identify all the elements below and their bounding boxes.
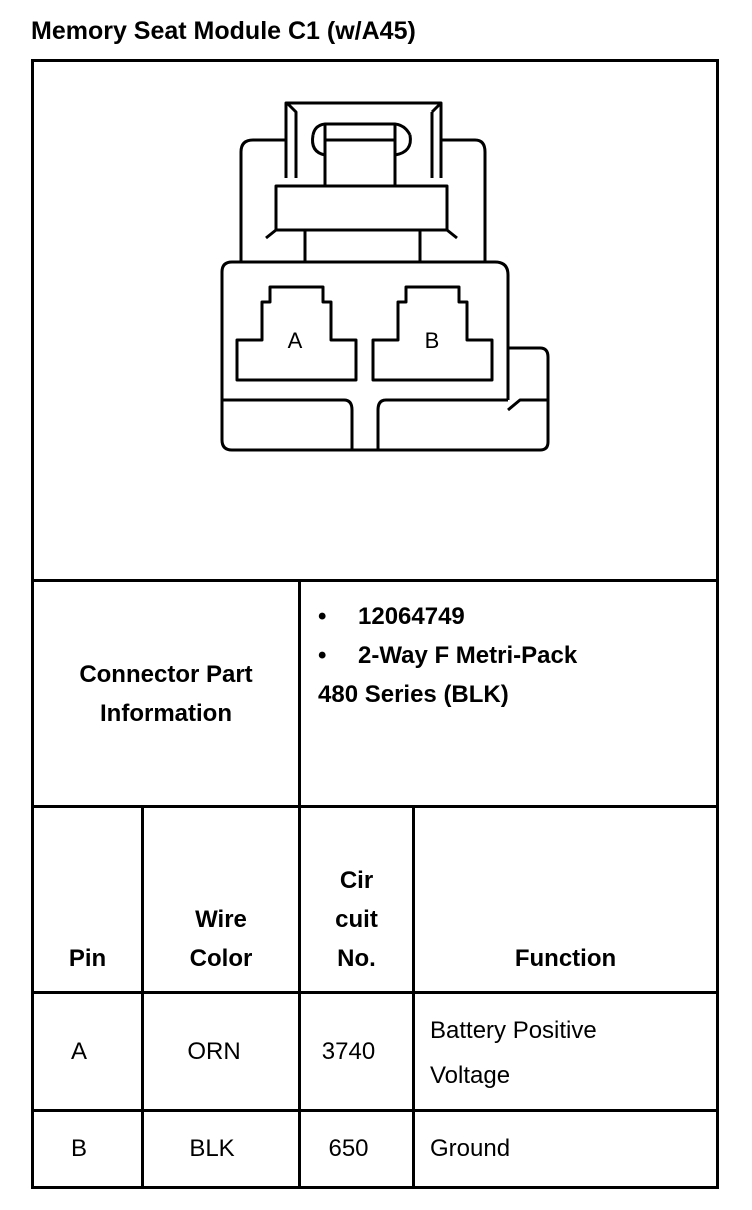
connector-shroud-outline xyxy=(239,101,487,262)
lock-tab-arc-right xyxy=(394,134,412,157)
divider-header-bottom xyxy=(31,991,719,994)
header-wire-color: Wire Color xyxy=(144,900,298,978)
part-number: 12064749 xyxy=(358,603,465,630)
row-b-wire-color: BLK xyxy=(189,1135,235,1162)
cavity-a-outline xyxy=(235,285,358,382)
row-a-function-line2: Voltage xyxy=(430,1062,511,1089)
row-b-pin: B xyxy=(70,1135,87,1162)
part-info-label: Connector Part Information xyxy=(34,655,298,733)
divider-row-a-bottom xyxy=(31,1109,719,1112)
divider-diagram-bottom xyxy=(31,579,719,582)
part-info-label-line2: Information xyxy=(100,700,232,727)
connector-table-frame xyxy=(31,59,719,1189)
row-b-function: Ground xyxy=(430,1135,511,1162)
header-circuit-number: Cir cuit No. xyxy=(301,861,412,978)
latch-bar xyxy=(274,184,449,232)
header-function: Function xyxy=(514,945,617,972)
divider-wire-column xyxy=(298,805,301,1189)
part-description-line: • 2-Way F Metri-Pack xyxy=(318,642,577,670)
row-a-function: Battery Positive Voltage xyxy=(430,1008,597,1098)
header-circuit-line3: No. xyxy=(337,945,376,972)
header-wire-color-line1: Wire xyxy=(195,906,247,933)
header-circuit-line1: Cir xyxy=(339,867,374,894)
row-b-circuit: 650 xyxy=(328,1135,369,1162)
part-description-line1: 2-Way F Metri-Pack xyxy=(358,642,578,669)
divider-part-info-bottom xyxy=(31,805,719,808)
lock-tab-arc-left xyxy=(311,134,326,157)
bullet-icon: • xyxy=(318,603,327,630)
header-circuit-line2: cuit xyxy=(335,906,378,933)
cavity-b-outline xyxy=(371,285,494,382)
header-wire-color-line2: Color xyxy=(189,945,253,972)
connector-body-notch xyxy=(222,398,508,450)
row-a-function-line1: Battery Positive xyxy=(430,1017,597,1044)
row-a-circuit: 3740 xyxy=(321,1038,376,1065)
connector-face-diagram: A B xyxy=(220,101,550,452)
divider-row-b-bottom xyxy=(31,1186,719,1189)
part-description-line2: 480 Series (BLK) xyxy=(318,681,509,708)
bullet-icon: • xyxy=(318,642,327,669)
page-title: Memory Seat Module C1 (w/A45) xyxy=(31,17,416,45)
connector-body-side xyxy=(506,348,548,412)
divider-part-info-column xyxy=(298,579,301,808)
header-pin: Pin xyxy=(68,945,107,972)
cavity-b-label: B xyxy=(425,328,440,353)
lock-tab-outline xyxy=(284,122,443,186)
divider-pin-column xyxy=(141,805,144,1189)
connector-body-outline xyxy=(220,260,550,452)
part-number-line: • 12064749 xyxy=(318,603,465,631)
latch-ribs xyxy=(265,101,458,262)
cavity-a-label: A xyxy=(288,328,303,353)
part-info-label-line1: Connector Part xyxy=(79,661,253,688)
row-a-pin: A xyxy=(70,1038,87,1065)
row-a-wire-color: ORN xyxy=(187,1038,241,1065)
divider-circuit-column xyxy=(412,805,415,1189)
